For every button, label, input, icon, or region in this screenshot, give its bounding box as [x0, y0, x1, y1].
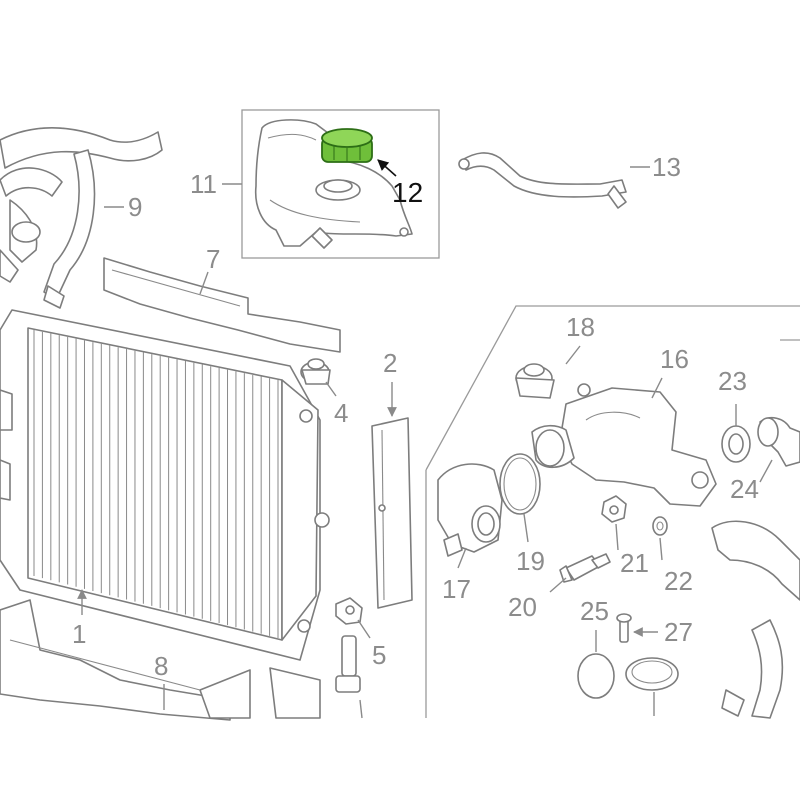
expansion-tank	[254, 119, 413, 249]
callout-25: 25	[580, 596, 609, 626]
callout-4: 4	[334, 398, 348, 428]
radiator	[0, 309, 330, 661]
lower-shroud-8	[0, 599, 321, 721]
leader-16	[651, 377, 663, 399]
callout-7: 7	[206, 244, 220, 274]
callout-22: 22	[664, 566, 693, 596]
leader-7	[199, 271, 209, 295]
leader-5	[357, 619, 371, 639]
callout-16: 16	[660, 344, 689, 374]
callout-2: 2	[383, 348, 397, 378]
cover-plate	[625, 657, 679, 716]
thermostat-region-box	[425, 305, 800, 718]
callout-1: 1	[72, 619, 86, 649]
leader-18	[565, 345, 581, 365]
callout-5: 5	[372, 640, 386, 670]
callout-20: 20	[508, 592, 537, 622]
callout-23: 23	[718, 366, 747, 396]
callout-13: 13	[652, 152, 681, 182]
clip-5	[335, 597, 363, 625]
leader-17	[457, 547, 467, 569]
pipe-24	[757, 416, 800, 467]
sensor-lower	[335, 635, 363, 719]
radiator-bracket-7	[103, 257, 341, 353]
bolt-27	[616, 613, 632, 643]
washer-22	[652, 516, 668, 536]
callout-19: 19	[516, 546, 545, 576]
leader-19	[523, 513, 529, 543]
expansion-tank-cap-highlighted	[321, 128, 373, 163]
leader-22	[659, 537, 663, 561]
valve-18	[515, 363, 555, 399]
lower-right-hose	[711, 520, 800, 719]
leader-4	[325, 381, 337, 397]
leader-24	[759, 459, 773, 483]
mount-4	[300, 358, 331, 385]
radiator-fins	[33, 330, 279, 638]
thermostat-housing-16	[531, 383, 717, 507]
callout-17: 17	[442, 574, 471, 604]
callout-27: 27	[664, 617, 693, 647]
small-hose-13	[458, 152, 627, 209]
callout-12: 12	[392, 177, 423, 208]
sensor-20	[559, 553, 611, 583]
seal-23	[721, 425, 751, 463]
outlet-17	[437, 463, 503, 557]
side-seal-2	[371, 417, 413, 609]
leader-20	[549, 577, 567, 593]
leader-21	[615, 523, 619, 551]
callout-9: 9	[128, 192, 142, 222]
callout-21: 21	[620, 548, 649, 578]
callout-24: 24	[730, 474, 759, 504]
plug-25	[577, 653, 615, 699]
nut-21	[601, 495, 627, 523]
oring-19	[499, 453, 541, 515]
callout-18: 18	[566, 312, 595, 342]
callout-11: 11	[190, 169, 217, 199]
leader-12	[377, 159, 397, 177]
callout-8: 8	[154, 651, 168, 681]
upper-hose-assembly	[0, 127, 163, 309]
